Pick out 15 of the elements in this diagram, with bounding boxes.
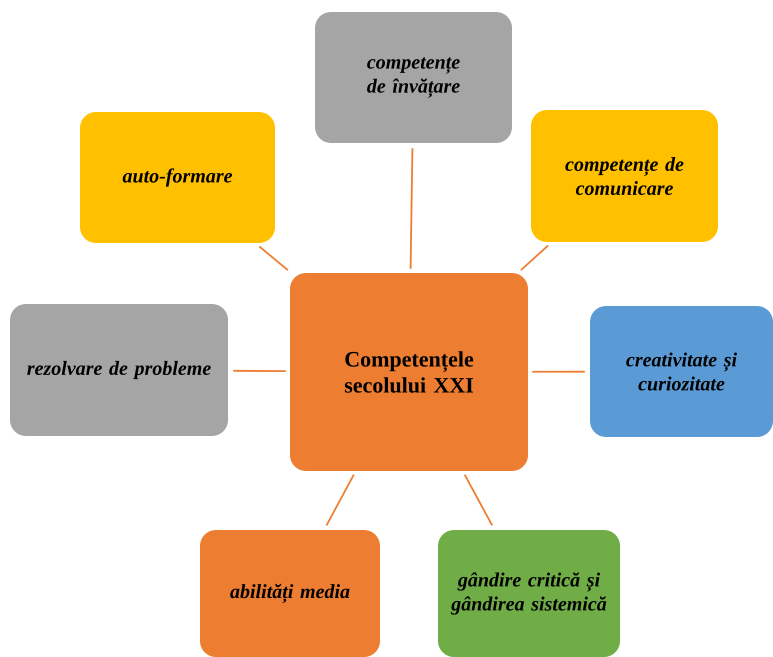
skill-box: rezolvare de probleme (10, 304, 228, 436)
connector-line (233, 370, 286, 372)
skill-box: competențe de comunicare (531, 110, 718, 242)
connector-line (464, 474, 493, 526)
connector-line (410, 148, 414, 269)
connector-line (532, 370, 585, 373)
skill-box: competențe de învățare (315, 12, 512, 143)
skill-box: abilități media (200, 530, 380, 657)
skill-box: auto-formare (80, 112, 275, 243)
central-box: Competențele secolului XXI (290, 273, 528, 471)
connector-line (326, 474, 355, 526)
skill-box: gândire critică și gândirea sistemică (438, 530, 620, 657)
connector-line (520, 244, 549, 271)
skill-box: creativitate și curiozitate (590, 306, 773, 437)
connector-line (258, 246, 288, 271)
